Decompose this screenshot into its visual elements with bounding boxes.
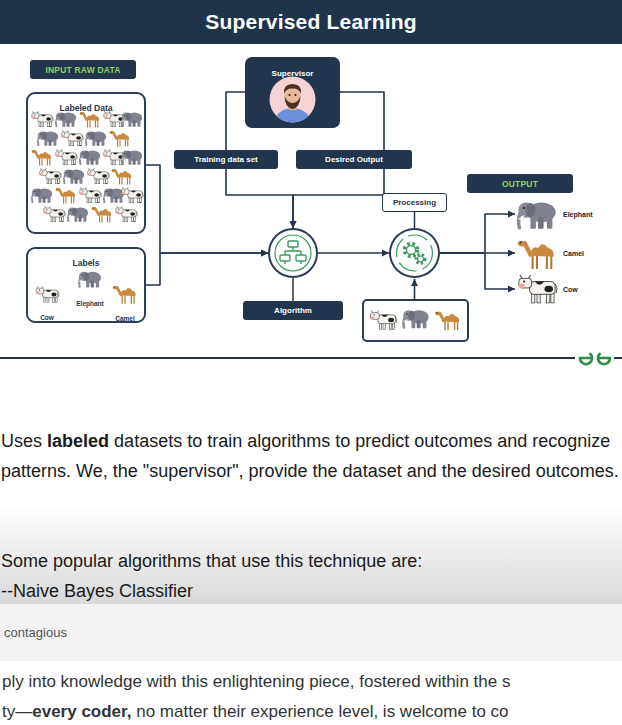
leader-line: [292, 278, 294, 301]
page-title: Supervised Learning: [205, 10, 417, 34]
connector: [340, 92, 384, 150]
connector: [318, 252, 389, 254]
text-holder: INPUT RAW DATA: [30, 60, 136, 79]
divider-line: [0, 358, 622, 359]
output-label: Cow: [563, 286, 578, 293]
text-holder: OUTPUT: [467, 174, 573, 193]
circle-label: Algorithm: [274, 306, 312, 315]
text-holder: Cow: [563, 273, 578, 305]
text-holder: Camel: [110, 307, 140, 325]
connector: [226, 92, 245, 150]
camel-picture: [515, 235, 559, 271]
circle-label: Processing: [393, 198, 436, 207]
brand-logo: [580, 354, 610, 364]
text-holder: Processing: [382, 193, 447, 212]
connector: [440, 253, 515, 289]
body-text: Some popular algorithms that use this te…: [1, 551, 422, 571]
panel-heading: Labeled Data: [60, 103, 113, 113]
gear-icon: [391, 230, 438, 276]
output-label: Elephant: [563, 211, 593, 218]
text-holder: Labeled Data: [28, 97, 144, 115]
output-item: Cow: [515, 273, 581, 305]
tag-text: INPUT RAW DATA: [45, 65, 120, 75]
panel-heading: Labels: [73, 258, 100, 268]
tag-text: Desired Output: [325, 155, 383, 164]
output-item: Elephant: [515, 196, 596, 232]
connector: [226, 169, 293, 228]
connector: [146, 165, 268, 253]
bold-text: labeled: [47, 431, 109, 451]
section-tag: INPUT RAW DATA: [30, 60, 136, 79]
input-arrow: [414, 279, 416, 300]
connector: [440, 214, 515, 253]
title-band: Supervised Learning: [0, 0, 622, 44]
body-text: no matter their experience level, is wel…: [136, 702, 508, 721]
animal-herd: [28, 94, 144, 232]
tag-text: Training data set: [194, 155, 258, 164]
text-holder: Desired Output: [296, 150, 412, 169]
section-tag: OUTPUT: [467, 174, 573, 193]
flowchart-icon: [270, 230, 316, 276]
data-panel: LabelsElephantCow Camel: [26, 247, 146, 323]
connector: [293, 169, 384, 228]
cow-picture: [515, 273, 559, 305]
text-holder: Labels: [28, 252, 144, 270]
text-block: Some popular algorithms that use this te…: [1, 546, 621, 576]
supervisor-box: Supervisor: [245, 57, 340, 128]
data-panel: Labeled Data: [26, 92, 146, 234]
new-data-box: [363, 300, 468, 341]
text-holder: Camel: [563, 235, 584, 271]
elephant-picture: [515, 196, 559, 232]
input-tag: Training data set: [174, 150, 278, 169]
text-holder: Supervisor: [245, 62, 340, 80]
text-block: ty—every coder, no matter their experienc…: [2, 700, 509, 724]
tag-text: OUTPUT: [502, 179, 538, 189]
body-text: ty—: [2, 702, 32, 721]
text-block: contagious: [4, 624, 67, 642]
text-holder: Cow: [32, 306, 62, 324]
bold-text: every coder,: [32, 702, 131, 721]
text-block: Useslabeleddatasets to train algorithms …: [1, 426, 621, 486]
body-text: ply into knowledge with this enlightenin…: [2, 672, 510, 691]
text-holder: Algorithm: [243, 301, 343, 320]
box-heading: Supervisor: [272, 69, 314, 78]
connector: [146, 253, 268, 285]
processing-circle: Processing: [389, 228, 440, 278]
body-text: contagious: [4, 625, 67, 640]
icon-label: Cow: [40, 314, 54, 321]
text-holder: Training data set: [174, 150, 278, 169]
text-holder: Elephant: [70, 292, 110, 310]
text-block: --Naive Bayes Classifier: [1, 576, 621, 606]
output-item: Camel: [515, 235, 588, 271]
icon-label: Elephant: [76, 300, 103, 307]
text-holder: Elephant: [563, 196, 593, 232]
icon-label: Camel: [115, 315, 135, 322]
body-text: Uses: [1, 431, 42, 451]
leader-line: [414, 212, 416, 228]
algorithm-circle: Algorithm: [268, 228, 318, 278]
grey-band: [0, 604, 622, 661]
output-label: Camel: [563, 250, 584, 257]
supervisor-portrait: [269, 76, 316, 123]
text-block: ply into knowledge with this enlightenin…: [2, 670, 510, 694]
body-text: --Naive Bayes Classifier: [1, 581, 193, 601]
input-tag: Desired Output: [296, 150, 412, 169]
